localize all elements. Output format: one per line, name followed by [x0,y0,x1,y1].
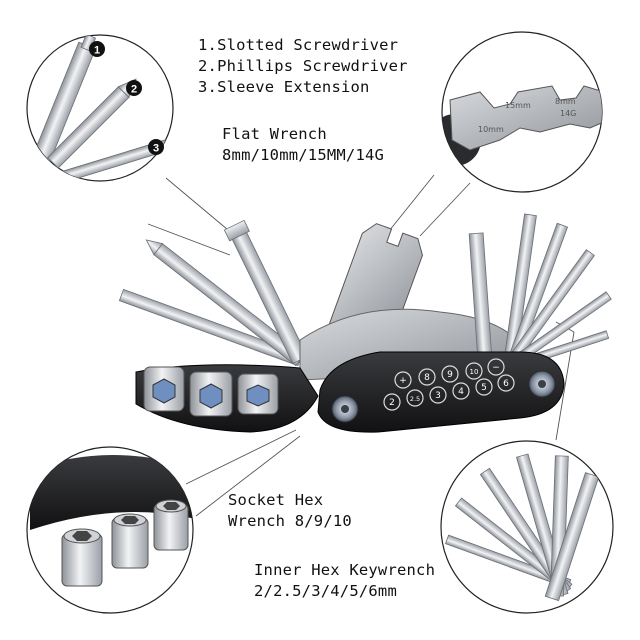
callout-lines [147,174,575,517]
label-sleeve-extension: 3.Sleeve Extension [198,78,370,96]
main-body [317,351,565,433]
label-socket-sizes: Wrench 8/9/10 [228,512,352,530]
socket-9 [111,513,149,569]
marker-3: 3 [148,139,164,155]
svg-text:14G: 14G [560,109,576,118]
svg-text:15mm: 15mm [505,101,531,110]
size-label: − [492,363,500,373]
flat-wrench-label: Flat Wrench 8mm/10mm/15MM/14G [222,124,384,166]
screwdriver-label: 1.Slotted Screwdriver 2.Phillips Screwdr… [198,35,408,98]
svg-text:1: 1 [94,45,100,57]
size-label: 2.5 [410,395,420,403]
left-bits [118,219,308,367]
label-hex-sizes: 2/2.5/3/4/5/6mm [254,582,397,600]
size-label: 4 [458,387,464,397]
size-label: + [399,376,407,386]
label-flat-wrench-sizes: 8mm/10mm/15MM/14G [222,146,385,164]
size-label: 6 [503,379,509,389]
marker-1: 1 [89,41,105,57]
label-slotted-screwdriver: 1.Slotted Screwdriver [198,36,399,54]
label-socket-title: Socket Hex [228,491,324,509]
svg-text:8mm: 8mm [555,97,576,106]
marker-2: 2 [126,80,142,96]
size-label: 3 [435,391,441,401]
size-label: 2 [389,398,395,408]
socket-10 [153,499,189,551]
label-hex-title: Inner Hex Keywrench [254,561,436,579]
socket-8 [61,528,103,587]
flat-wrench-callout: 15mm 8mm 14G 10mm [441,31,603,193]
screwdriver-tips-callout: 1 2 3 [26,34,174,182]
socket-callout [26,446,194,614]
hex-key-callout [440,440,614,614]
multitool-main: + 8 9 10 − 2 2.5 3 4 5 6 [118,213,612,433]
size-label: 5 [481,383,487,393]
svg-text:10mm: 10mm [478,125,504,134]
size-label: 8 [424,373,430,383]
right-hex-keys [468,213,612,373]
hex-key-label: Inner Hex Keywrench 2/2.5/3/4/5/6mm [254,560,435,602]
svg-text:2: 2 [131,84,137,96]
label-flat-wrench-title: Flat Wrench [222,125,327,143]
label-phillips-screwdriver: 2.Phillips Screwdriver [198,57,408,75]
svg-text:3: 3 [153,143,159,155]
size-label: 10 [470,368,479,376]
sockets [143,366,279,417]
size-label: 9 [447,370,453,380]
size-badges [383,358,515,411]
socket-label: Socket Hex Wrench 8/9/10 [228,490,352,532]
